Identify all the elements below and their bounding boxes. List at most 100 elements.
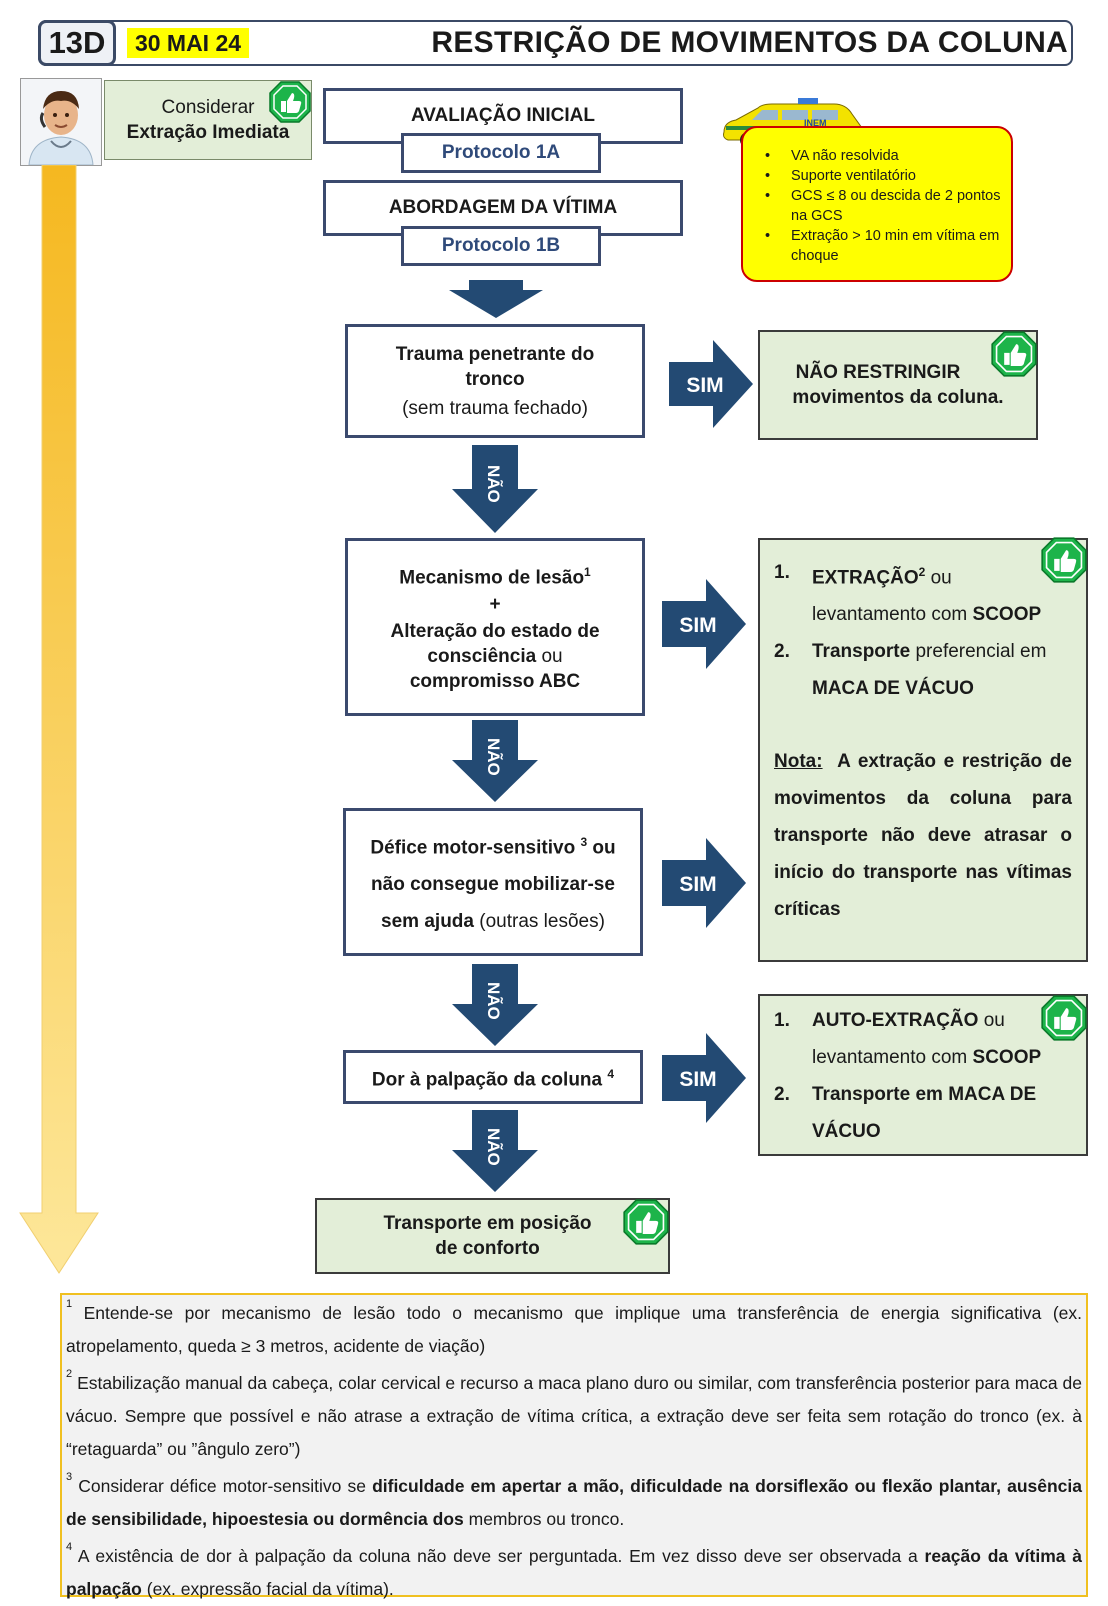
q3-line2: não consegue mobilizar-se [371,874,615,896]
yes-label: SIM [679,1068,716,1091]
o2-note-label: Nota: [774,751,823,773]
q2-footnote-ref: 1 [584,564,591,579]
o3-item1-or: ou [978,1010,1005,1031]
q2-line3: consciência ou [427,644,562,669]
footnote-4-text-c: (ex. expressão facial da vítima). [141,1579,394,1599]
no-label: NÃO [484,1128,504,1166]
question-spine-pain: Dor à palpação da coluna 4 [343,1050,643,1104]
no-label: NÃO [484,738,504,776]
end-line2: de conforto [435,1238,540,1259]
q3-line1: Défice motor-sensitivo 3 ou [370,824,615,866]
q3-line3-bold: sem ajuda [381,911,474,933]
criteria-item: Extração > 10 min em vítima em choque [765,226,1001,266]
q2-plus: + [489,594,501,616]
o2-item1-scoop: SCOOP [972,604,1042,626]
o2-item2-bold: Transporte [812,641,911,663]
yes-arrow-icon: SIM [662,579,746,669]
o2-item1: 1. EXTRAÇÃO2 ou levantamento com SCOOP [774,554,1072,633]
q2-line3a: consciência [427,646,537,668]
footnote-4-text-a: A existência de dor à palpação da coluna… [72,1546,925,1566]
o2-note: Nota: A extração e restrição de moviment… [774,743,1072,928]
yes-label: SIM [679,614,716,637]
o2-item2: 2. Transporte preferencial em MACA DE VÁ… [774,633,1072,707]
q1-bold: Trauma penetrante do tronco [395,343,595,390]
criteria-item: VA não resolvida [765,146,1001,166]
protocol-date: 30 MAI 24 [127,28,249,58]
protocol-1a-link[interactable]: Protocolo 1A [401,133,601,173]
q3-line1-bold: Défice motor-sensitivo [370,837,576,859]
o2-item2-number: 2. [774,641,790,663]
o3-item1-scoop: SCOOP [972,1047,1042,1068]
protocol-code: 13D [38,20,116,66]
yes-label: SIM [679,873,716,896]
q4-text: Dor à palpação da coluna 4 [372,1062,614,1092]
footnote-3: 3 Considerar défice motor-sensitivo se d… [66,1470,1082,1536]
footnote-3-text-a: Considerar défice motor-sensitivo se [72,1476,373,1496]
q3-line3-normal: (outras lesões) [473,911,605,933]
page-title: RESTRIÇÃO DE MOVIMENTOS DA COLUNA [431,26,1068,59]
outcome-extraction: 1. EXTRAÇÃO2 ou levantamento com SCOOP 2… [758,538,1088,962]
q3-footnote-ref: 3 [580,834,588,849]
o2-footnote-ref: 2 [918,565,926,579]
o3-item1-text: levantamento com [812,1047,973,1068]
footnote-2-number: 2 [66,1368,73,1380]
footnote-2-text: Estabilização manual da cabeça, colar ce… [66,1373,1082,1459]
no-arrow-icon: NÃO [452,445,538,533]
footnote-1-number: 1 [66,1298,73,1310]
initial-assessment-title: AVALIAÇÃO INICIAL [410,105,595,126]
o1-line2: movimentos da coluna. [792,387,1004,408]
o3-item1: 1. AUTO-EXTRAÇÃO ou levantamento com SCO… [774,1002,1072,1076]
outcome-self-extraction: 1. AUTO-EXTRAÇÃO ou levantamento com SCO… [758,994,1088,1156]
question-motor-deficit: Défice motor-sensitivo 3 ou não consegue… [343,808,643,956]
consider-line2: Extração Imediata [126,122,290,143]
o3-item2-bold: Transporte em MACA DE [812,1084,1037,1105]
o3-item2: 2. Transporte em MACA DE VÁCUO [774,1076,1072,1150]
question-penetrating-trauma: Trauma penetrante do tronco (sem trauma … [345,324,645,438]
yes-arrow-icon: SIM [662,1033,746,1123]
doctor-avatar-icon [20,78,102,166]
q3-line3: sem ajuda (outras lesões) [381,903,605,940]
down-arrow-icon [449,280,543,318]
o2-item1-or: ou [925,567,952,589]
outcome-comfort-transport: Transporte em posição de conforto [315,1198,670,1274]
o3-item2-number: 2. [774,1084,790,1105]
no-arrow-icon: NÃO [452,720,538,802]
q2-line4: compromisso ABC [409,671,581,693]
q4-footnote-ref: 4 [607,1066,615,1081]
immediate-extraction-criteria: VA não resolvida Suporte ventilatório GC… [741,126,1013,282]
q4-text-main: Dor à palpação da coluna [371,1069,603,1091]
consider-box: Considerar Extração Imediata [104,80,312,160]
ambulance-brand: INEM [804,118,827,128]
no-label: NÃO [484,982,504,1020]
no-arrow-icon: NÃO [452,1110,538,1192]
q1-normal: (sem trauma fechado) [402,397,588,419]
criteria-item: GCS ≤ 8 ou descida de 2 pontos na GCS [765,186,1001,226]
footnote-4-text-b: reação da vítima à palpação [66,1546,1082,1599]
thumbs-up-icon [991,331,1037,377]
o2-item1-number: 1. [774,562,790,583]
end-line1: Transporte em posição [383,1213,592,1234]
q2-line3b: ou [536,646,563,668]
consider-line1: Considerar [161,97,255,118]
protocol-1b-link[interactable]: Protocolo 1B [401,226,601,266]
o2-note-text: A extração e restrição de movimentos da … [774,751,1072,921]
thumbs-up-icon [269,81,311,123]
footnote-1: 1 Entende-se por mecanismo de lesão todo… [66,1297,1082,1363]
thumbs-up-icon [1041,537,1087,583]
yes-label: SIM [686,374,723,397]
q2-line2: Alteração do estado de [390,621,600,643]
q3-line1-or: ou [587,837,616,859]
o2-item2-vacuum: MACA DE VÁCUO [812,678,974,700]
q2-line1: Mecanismo de lesão1 [399,560,590,590]
thumbs-up-icon [1041,995,1087,1041]
thumbs-up-icon [623,1199,669,1245]
outcome-no-restriction: NÃO RESTRINGIR movimentos da coluna. [758,330,1038,440]
yes-arrow-icon: SIM [669,340,753,428]
o2-item2-text: preferencial em [910,641,1047,663]
o3-item1-bold: AUTO-EXTRAÇÃO [812,1010,979,1031]
o1-line1: NÃO RESTRINGIR [795,362,961,383]
footnote-2: 2 Estabilização manual da cabeça, colar … [66,1367,1082,1466]
timeline-arrow-icon [19,165,99,1274]
o2-item1-text: levantamento com [812,604,973,626]
question-injury-mechanism: Mecanismo de lesão1 + Alteração do estad… [345,538,645,716]
